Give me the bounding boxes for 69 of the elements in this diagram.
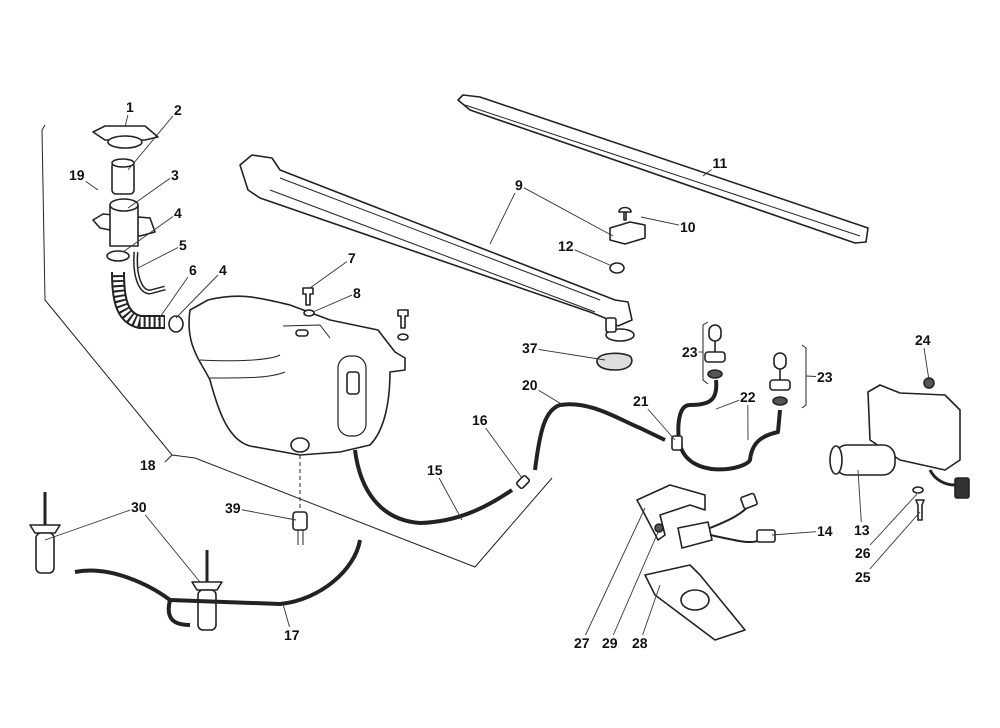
callout-number: 14 xyxy=(816,523,834,539)
leader-line xyxy=(138,247,178,268)
callout-number: 27 xyxy=(573,635,591,651)
callout-number: 22 xyxy=(739,389,757,405)
callout-number: 39 xyxy=(224,500,242,516)
leader-line xyxy=(640,216,680,226)
callout-number: 4 xyxy=(218,262,228,278)
callout-number: 30 xyxy=(130,499,148,515)
callout-number: 25 xyxy=(854,569,872,585)
leader-line xyxy=(612,530,660,636)
leader-line xyxy=(124,114,128,128)
leader-line xyxy=(490,192,516,244)
leader-line xyxy=(702,169,712,176)
leader-line xyxy=(924,348,930,380)
leader-line xyxy=(642,584,660,636)
leader-line xyxy=(647,408,676,440)
callout-number: 10 xyxy=(679,219,697,235)
leader-line xyxy=(312,294,352,312)
leader-line xyxy=(858,470,862,522)
callout-number: 23 xyxy=(816,369,834,385)
leader-line xyxy=(438,478,462,520)
leader-line xyxy=(772,531,816,536)
callout-number: 26 xyxy=(854,545,872,561)
leader-line xyxy=(747,404,748,440)
callout-number: 16 xyxy=(471,412,489,428)
callout-number: 12 xyxy=(557,238,575,254)
callout-number: 29 xyxy=(601,635,619,651)
leader-line xyxy=(85,180,98,190)
callout-number: 1 xyxy=(125,99,135,115)
leader-line xyxy=(310,261,348,288)
leader-line xyxy=(716,400,740,410)
callout-number: 19 xyxy=(68,167,86,183)
leader-line xyxy=(282,604,290,628)
leader-line xyxy=(122,216,174,252)
callout-number: 3 xyxy=(170,167,180,183)
callout-number: 17 xyxy=(283,627,301,643)
leader-line xyxy=(870,494,918,546)
callout-number: 4 xyxy=(173,205,183,221)
leader-line xyxy=(806,376,816,377)
leader-line xyxy=(574,249,612,266)
callout-number: 11 xyxy=(712,155,728,171)
leader-line xyxy=(128,178,170,208)
leader-line xyxy=(538,390,564,406)
callout-number: 20 xyxy=(521,377,539,393)
callout-number: 2 xyxy=(173,102,183,118)
leader-line xyxy=(241,509,296,520)
callout-number: 37 xyxy=(521,340,539,356)
callout-number: 23 xyxy=(681,344,699,360)
callout-number: 9 xyxy=(514,177,524,193)
leader-line xyxy=(585,508,646,636)
callout-number: 21 xyxy=(632,393,650,409)
leader-line xyxy=(485,428,522,478)
leader-line xyxy=(869,512,920,570)
callout-number: 6 xyxy=(188,262,198,278)
leader-line xyxy=(523,187,614,236)
callout-number: 5 xyxy=(178,237,188,253)
leader-line xyxy=(128,115,174,170)
leader-line xyxy=(144,514,200,582)
callout-number: 24 xyxy=(914,332,932,348)
leader-line xyxy=(158,276,188,320)
callout-number: 15 xyxy=(426,462,444,478)
leader-line xyxy=(176,274,218,318)
leader-line xyxy=(44,510,130,540)
callout-number: 7 xyxy=(347,250,357,266)
callout-number: 28 xyxy=(631,635,649,651)
leader-line xyxy=(538,348,606,360)
callout-number: 8 xyxy=(352,285,362,301)
callout-number: 18 xyxy=(139,457,157,473)
callout-number: 13 xyxy=(853,522,871,538)
